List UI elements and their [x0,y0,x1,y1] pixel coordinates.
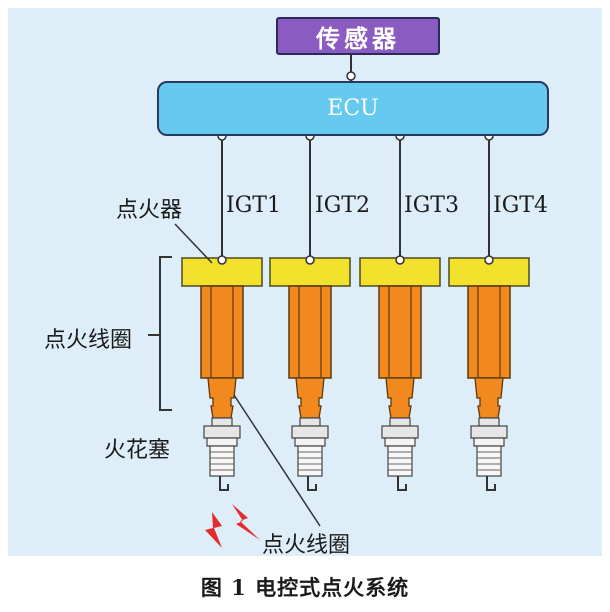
spark-plug-label: 火花塞 [104,438,171,463]
plug-hex-2 [291,425,329,439]
plug-electrode-1 [219,476,229,491]
plug-collar-1 [206,437,238,447]
plug-terminal-2 [299,417,321,427]
coil-bracket [159,256,172,411]
plug-electrode-4 [486,476,496,491]
plug-thread-4 [476,445,502,477]
ecu-box: ECU [157,81,549,136]
plug-terminal-4 [478,417,500,427]
coil-boot-4 [474,377,504,419]
igniter-label: 点火器 [116,198,183,223]
coil-body-2 [288,285,332,379]
igniter-node-4 [484,255,494,265]
signal-label-4: IGT4 [493,193,548,218]
igniter-leader [174,223,213,264]
plug-terminal-1 [211,417,233,427]
sensor-label: 传感器 [316,23,400,53]
plug-collar-3 [384,437,416,447]
plug-collar-4 [473,437,505,447]
plug-thread-1 [209,445,235,477]
ignition-coil-bottom-label: 点火线圈 [262,533,351,558]
coil-body-1 [200,285,244,379]
plug-thread-2 [297,445,323,477]
igniter-node-3 [395,255,405,265]
plug-electrode-2 [307,476,317,491]
ecu-label: ECU [327,96,379,121]
plug-electrode-3 [397,476,407,491]
signal-label-2: IGT2 [315,193,370,218]
figure-caption: 图 1 电控式点火系统 [200,575,410,600]
sensor-box: 传感器 [276,17,440,55]
ignition-coil-label: 点火线圈 [44,328,133,353]
coil-boot-1 [207,377,237,419]
plug-hex-4 [470,425,508,439]
plug-hex-1 [203,425,241,439]
plug-thread-3 [387,445,413,477]
plug-terminal-3 [389,417,411,427]
sensor-ecu-node [346,71,356,81]
signal-label-3: IGT3 [404,193,459,218]
coil-boot-3 [385,377,415,419]
coil-boot-2 [295,377,325,419]
spark-left [205,512,222,548]
plug-collar-2 [294,437,326,447]
spark-right [232,504,260,540]
igniter-node-2 [305,255,315,265]
plug-hex-3 [381,425,419,439]
coil-bottom-leader [233,394,321,527]
coil-body-4 [467,285,511,379]
signal-label-1: IGT1 [226,193,281,218]
ignition-units [181,131,530,491]
igniter-node-1 [217,255,227,265]
coil-body-3 [378,285,422,379]
